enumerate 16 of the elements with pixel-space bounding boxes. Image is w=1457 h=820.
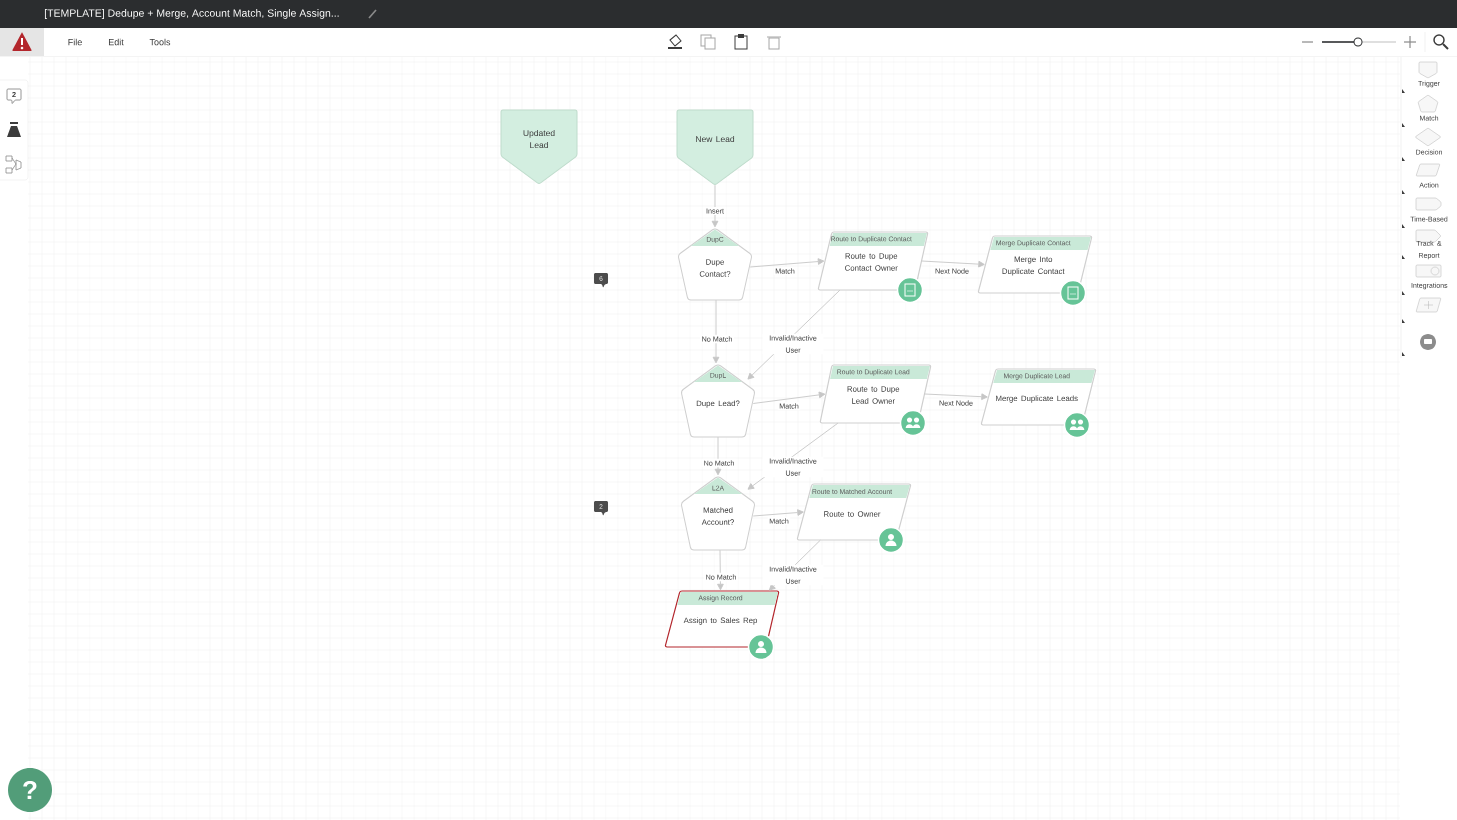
menu-item: Tools bbox=[149, 38, 171, 46]
arrow bbox=[714, 436, 722, 476]
title-bar: [TEMPLATE] Dedupe + Merge, Account Match, Single Assign... bbox=[0, 0, 1457, 28]
menu-item: Edit bbox=[109, 38, 124, 46]
arrow bbox=[924, 393, 988, 401]
menu-item: File bbox=[68, 38, 82, 46]
arrow bbox=[712, 299, 720, 364]
arrow bbox=[921, 260, 985, 268]
arrow bbox=[717, 549, 724, 591]
arrow bbox=[749, 258, 825, 268]
node-label: Updated Lead bbox=[523, 129, 555, 149]
arrow bbox=[752, 509, 804, 517]
node-label: New Lead bbox=[696, 135, 735, 143]
arrow bbox=[711, 184, 719, 228]
arrow bbox=[752, 391, 826, 404]
help-button: ? bbox=[8, 768, 52, 812]
